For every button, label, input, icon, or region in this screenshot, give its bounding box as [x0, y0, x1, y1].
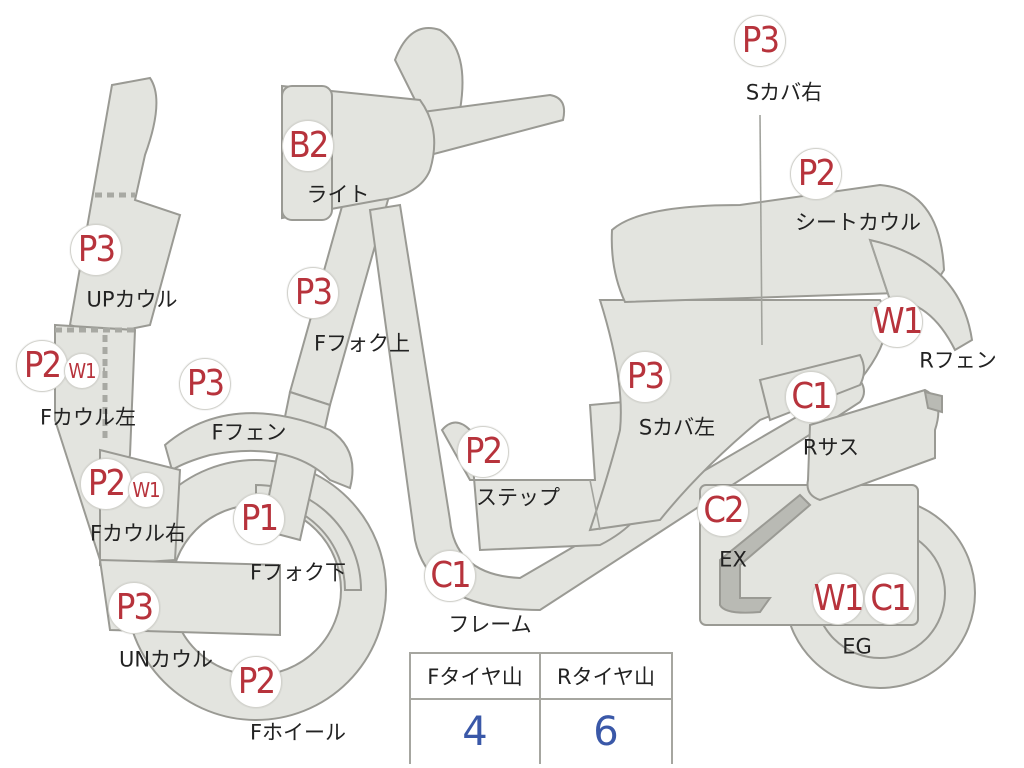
part-label-exhaust: EX [719, 547, 747, 572]
rear-shock-rod [923, 390, 943, 414]
part-label-step: ステップ [476, 485, 560, 510]
front-tire-value: 4 [411, 700, 541, 764]
grade-badge-s-cover-right: P3 [734, 15, 786, 67]
grade-badge-f-fender: P3 [179, 358, 231, 410]
part-label-f-fender: Fフェン [211, 420, 287, 445]
part-label-seat-cowl: シートカウル [795, 210, 921, 235]
part-label-frame: フレーム [448, 612, 532, 637]
grade-badge-f-fork-lower: P1 [233, 493, 285, 545]
grade-badge-up-cowl: P3 [70, 224, 122, 276]
part-label-up-cowl: UPカウル [86, 287, 178, 312]
grade-badge-light: B2 [282, 120, 334, 172]
grade-badge-f-cowl-right: P2 [80, 458, 132, 510]
grade-badge-step: P2 [457, 426, 509, 478]
side-cover-pointer [759, 114, 763, 346]
part-label-engine: EG [842, 634, 872, 659]
exhaust-pipe [719, 493, 812, 614]
part-label-f-wheel: Fホイール [249, 720, 347, 745]
rear-tire-value: 6 [593, 709, 619, 755]
front-tire-header: Fタイヤ山 [411, 654, 541, 700]
grade-badge-un-cowl: P3 [108, 582, 160, 634]
tire-tread-table: Fタイヤ山 Rタイヤ山 4 6 [409, 652, 673, 764]
part-label-un-cowl: UNカウル [118, 647, 214, 672]
seat [610, 183, 946, 304]
part-label-light: ライト [306, 182, 370, 207]
grade-badge-f-fork-upper: P3 [287, 267, 339, 319]
grade-badge-r-fender: W1 [871, 296, 923, 348]
grade-badge-exhaust: C2 [697, 485, 749, 537]
grade-badge-f-cowl-left: P2 [16, 340, 68, 392]
handlebar [398, 93, 566, 157]
windscreen [393, 27, 464, 122]
step-seam [589, 479, 601, 531]
part-label-f-fork-lower: Fフォク下 [249, 560, 347, 585]
grade-badge-f-cowl-left-extra: W1 [64, 353, 100, 389]
front-fender [163, 412, 354, 490]
grade-badge-f-cowl-right-extra: W1 [128, 472, 164, 508]
seat-seam [869, 239, 891, 301]
grade-badge-s-cover-left: P3 [619, 351, 671, 403]
part-label-f-cowl-right: Fカウル右 [89, 521, 187, 546]
grade-badge-engine: W1 [812, 573, 864, 625]
part-label-f-cowl-left: Fカウル左 [39, 405, 137, 430]
grade-badge-seat-cowl: P2 [790, 148, 842, 200]
part-label-r-suspension: Rサス [802, 435, 860, 460]
grade-badge-r-suspension: C1 [785, 371, 837, 423]
side-cover [588, 299, 888, 532]
part-label-r-fender: Rフェン [919, 348, 997, 373]
part-label-f-fork-upper: Fフォク上 [313, 331, 411, 356]
grade-badge-frame: C1 [424, 550, 476, 602]
part-label-s-cover-left: Sカバ左 [638, 415, 716, 440]
grade-badge-engine-extra: C1 [864, 573, 916, 625]
rear-tire-header: Rタイヤ山 [541, 654, 671, 700]
grade-badge-f-wheel: P2 [230, 656, 282, 708]
part-label-s-cover-right: Sカバ右 [745, 80, 823, 105]
